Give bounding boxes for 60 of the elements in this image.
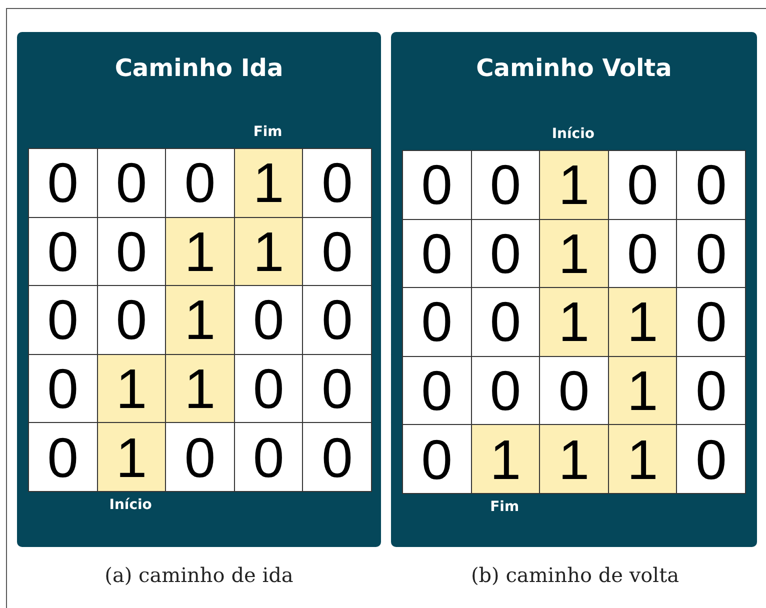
grid-cell: 0 [402,150,472,220]
grid-cell: 0 [96,216,166,286]
grid-cell: 0 [608,218,678,288]
grid-cell: 0 [234,285,304,355]
highlighted-grid-cell: 1 [165,354,235,424]
grid-cell: 0 [96,285,166,355]
grid-cell: 0 [402,356,472,426]
start-end-marker: Início [108,497,153,513]
grid-cell: 0 [676,287,746,357]
highlighted-grid-cell: 1 [608,356,678,426]
start-end-marker: Fim [252,124,284,140]
grid-cell: 0 [165,148,235,218]
grid-cell: 0 [676,150,746,220]
grid-cell: 0 [470,287,540,357]
highlighted-grid-cell: 1 [96,354,166,424]
grid-cell: 0 [302,148,372,218]
grid-cell: 0 [28,285,98,355]
highlighted-grid-cell: 1 [608,287,678,357]
grid-cell: 0 [96,148,166,218]
panel-title: Caminho Ida [114,54,284,82]
highlighted-grid-cell: 1 [539,150,609,220]
figure-caption: (b) caminho de volta [470,563,680,587]
panel [17,32,381,547]
grid-cell: 0 [676,218,746,288]
grid-cell: 0 [234,354,304,424]
highlighted-grid-cell: 1 [165,285,235,355]
panel [391,32,757,547]
grid-cell: 0 [402,424,472,494]
grid-cell: 0 [28,216,98,286]
highlighted-grid-cell: 1 [539,424,609,494]
highlighted-grid-cell: 1 [470,424,540,494]
grid-cell: 0 [470,356,540,426]
grid-cell: 0 [302,216,372,286]
highlighted-grid-cell: 1 [165,216,235,286]
highlighted-grid-cell: 1 [539,218,609,288]
grid-cell: 0 [28,148,98,218]
grid-cell: 0 [608,150,678,220]
grid-cell: 0 [302,285,372,355]
panel-title: Caminho Volta [475,54,673,82]
grid-cell: 0 [302,354,372,424]
grid-cell: 0 [539,356,609,426]
highlighted-grid-cell: 1 [608,424,678,494]
grid-cell: 0 [28,422,98,492]
highlighted-grid-cell: 1 [234,148,304,218]
grid-cell: 0 [676,424,746,494]
highlighted-grid-cell: 1 [234,216,304,286]
grid-cell: 0 [402,218,472,288]
grid-cell: 0 [470,218,540,288]
grid-cell: 0 [28,354,98,424]
grid-cell: 0 [470,150,540,220]
grid-cell: 0 [165,422,235,492]
grid-cell: 0 [402,287,472,357]
grid-cell: 0 [234,422,304,492]
start-end-marker: Fim [489,499,520,515]
highlighted-grid-cell: 1 [539,287,609,357]
figure-caption: (a) caminho de ida [104,563,294,587]
grid-cell: 0 [302,422,372,492]
highlighted-grid-cell: 1 [96,422,166,492]
grid-cell: 0 [676,356,746,426]
start-end-marker: Início [550,126,596,142]
